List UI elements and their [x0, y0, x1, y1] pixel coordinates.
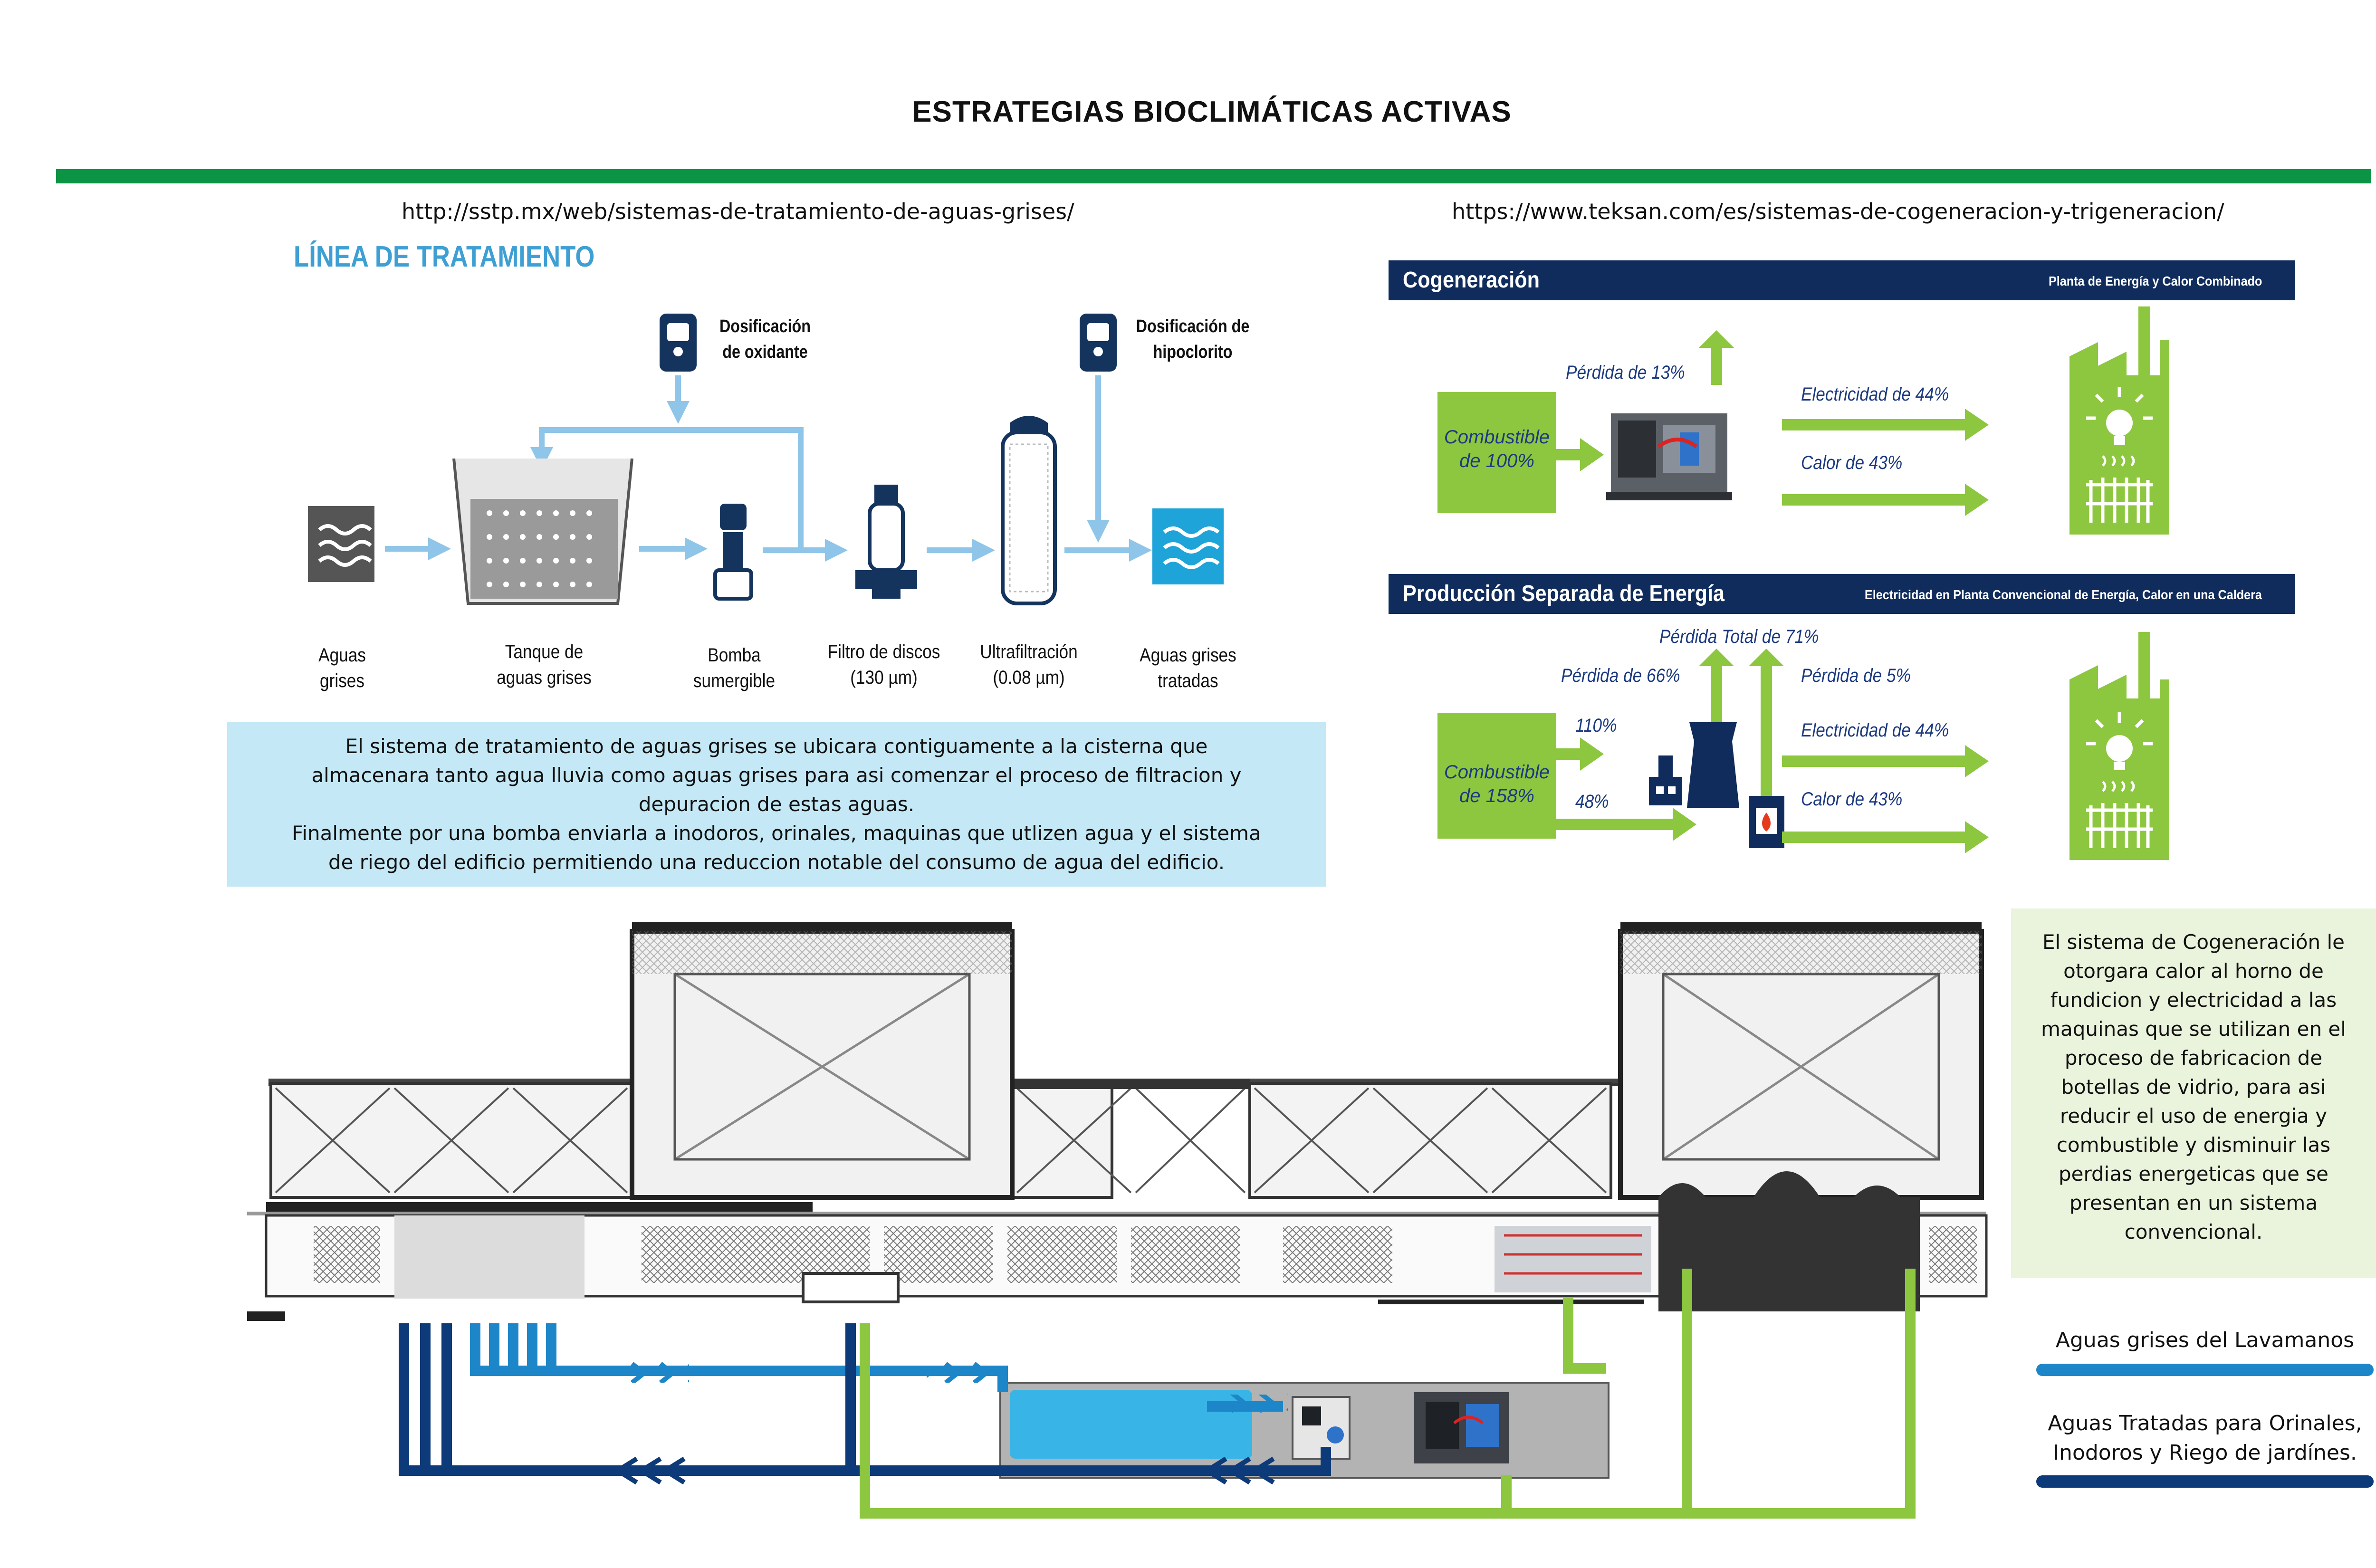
tank-icon	[452, 458, 633, 605]
cistern-pump-icon	[1292, 1396, 1351, 1460]
factory-icon	[2069, 632, 2169, 860]
page-title: ESTRATEGIAS BIOCLIMÁTICAS ACTIVAS	[912, 96, 1512, 128]
legend-swatch-treated	[2036, 1475, 2374, 1488]
separate-boiler-share-label: 48%	[1575, 791, 1609, 812]
legend-label-greywater: Aguas grises del Lavamanos	[2055, 1328, 2355, 1352]
separate-total-loss-label: Pérdida Total de 71%	[1659, 626, 1819, 647]
separate-boiler-loss-label: Pérdida de 5%	[1801, 665, 1911, 686]
factory-icon	[2069, 306, 2169, 535]
cogen-electricity-label: Electricidad de 44%	[1801, 384, 1949, 405]
separate-subtitle: Electricidad en Planta Convencional de E…	[1864, 587, 2262, 602]
cogeneration-subtitle: Planta de Energía y Calor Combinado	[2048, 274, 2262, 288]
step-label-ultrafiltration: Ultrafiltración(0.08 µm)	[980, 641, 1078, 688]
separate-header: Producción Separada de Energía Electrici…	[1389, 574, 2295, 614]
treatment-title: LÍNEA DE TRATAMIENTO	[294, 240, 595, 273]
pump-icon	[713, 504, 753, 601]
cogeneration-header: Cogeneración Planta de Energía y Calor C…	[1389, 260, 2295, 300]
legend-swatch-greywater	[2036, 1364, 2374, 1376]
treated-water-icon	[1152, 508, 1224, 584]
separate-electricity-label: Electricidad de 44%	[1801, 720, 1949, 741]
treatment-description: El sistema de tratamiento de aguas grise…	[227, 722, 1326, 887]
separate-plant-share-label: 110%	[1575, 715, 1617, 736]
cogen-loss-label: Pérdida de 13%	[1566, 362, 1685, 383]
source-url-right[interactable]: https://www.teksan.com/es/sistemas-de-co…	[1452, 199, 2224, 224]
dosing-pump-icon	[660, 314, 697, 372]
source-url-left[interactable]: http://sstp.mx/web/sistemas-de-tratamien…	[402, 199, 1074, 224]
cogeneration-description: El sistema de Cogeneración le otorgara c…	[2011, 908, 2376, 1278]
disc-filter-icon	[855, 485, 917, 599]
legend-label-treated: Aguas Tratadas para Orinales,Inodoros y …	[2048, 1411, 2362, 1465]
greywater-icon	[308, 506, 374, 582]
energy-diagram	[1437, 306, 2169, 860]
cistern-generator-icon	[1414, 1392, 1509, 1463]
building-section-drawing	[247, 922, 1988, 1519]
title-divider	[56, 169, 2371, 183]
separate-heat-label: Calor de 43%	[1801, 789, 1903, 810]
separate-plant-loss-label: Pérdida de 66%	[1561, 665, 1680, 686]
dosing-pump-icon	[1080, 314, 1117, 372]
cogen-heat-label: Calor de 43%	[1801, 452, 1903, 473]
separate-title: Producción Separada de Energía	[1403, 581, 1725, 606]
treatment-flow-diagram	[308, 314, 1224, 605]
generator-icon	[1606, 413, 1732, 500]
power-plant-icon	[1649, 722, 1739, 808]
cogeneration-title: Cogeneración	[1403, 268, 1540, 293]
ultrafiltration-icon	[1001, 416, 1057, 605]
boiler-icon	[1749, 796, 1784, 848]
step-label-disc-filter: Filtro de discos(130 µm)	[827, 641, 940, 688]
